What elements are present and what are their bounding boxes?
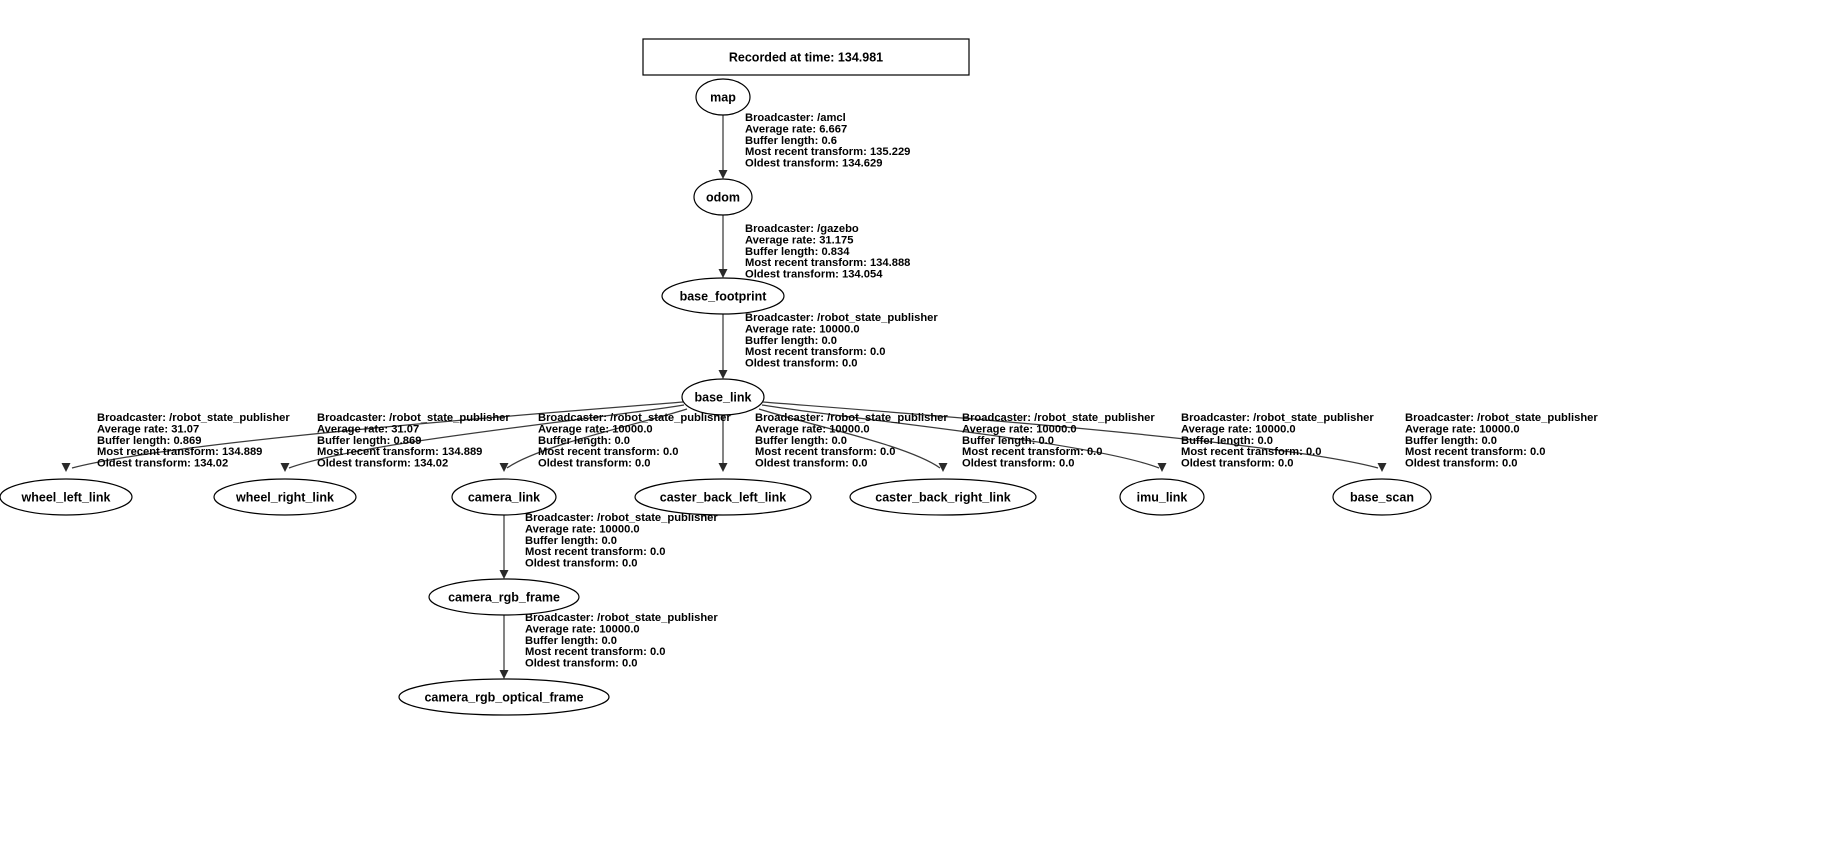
- edge-base_link-caster_back_right_link: [758, 408, 941, 469]
- arrowhead-odom-base_footprint: [718, 269, 728, 278]
- node-label-wheel_right_link: wheel_right_link: [235, 490, 334, 504]
- node-label-camera_link: camera_link: [468, 490, 540, 504]
- node-imu_link[interactable]: imu_link: [1119, 478, 1205, 516]
- node-label-odom: odom: [706, 190, 740, 204]
- node-map[interactable]: map: [695, 78, 751, 116]
- node-shape-imu_link: [1119, 478, 1205, 516]
- node-label-base_scan: base_scan: [1350, 490, 1414, 504]
- node-base_link[interactable]: base_link: [681, 378, 765, 416]
- edge-base_link-wheel_right_link: [288, 404, 685, 469]
- nodes-layer: map odom base_footprint base_link wheel_left…: [0, 78, 1432, 716]
- node-camera_link[interactable]: camera_link: [451, 478, 557, 516]
- arrowhead-base_link-imu_link: [1157, 463, 1167, 472]
- arrowhead-base_footprint-base_link: [718, 370, 728, 379]
- arrowhead-base_link-caster_back_left_link: [718, 463, 728, 472]
- node-base_scan[interactable]: base_scan: [1332, 478, 1432, 516]
- node-shape-wheel_left_link: [0, 478, 133, 516]
- node-shape-caster_back_left_link: [634, 478, 812, 516]
- title-layer: Recorded at time: 134.981: [642, 38, 970, 76]
- arrowhead-base_link-caster_back_right_link: [938, 463, 948, 472]
- arrowhead-map-odom: [718, 170, 728, 179]
- edges-layer: [61, 115, 1387, 679]
- arrowhead-base_link-camera_link: [499, 463, 509, 472]
- node-shape-wheel_right_link: [213, 478, 357, 516]
- node-label-wheel_left_link: wheel_left_link: [21, 490, 111, 504]
- arrowhead-base_link-wheel_right_link: [280, 463, 290, 472]
- node-label-imu_link: imu_link: [1137, 490, 1188, 504]
- recorded-time-box: [642, 38, 970, 76]
- edge-base_link-wheel_left_link: [71, 401, 684, 469]
- node-shape-camera_link: [451, 478, 557, 516]
- node-shape-caster_back_right_link: [849, 478, 1037, 516]
- node-wheel_left_link[interactable]: wheel_left_link: [0, 478, 133, 516]
- node-label-base_link: base_link: [695, 390, 752, 404]
- node-shape-map: [695, 78, 751, 116]
- node-caster_back_left_link[interactable]: caster_back_left_link: [634, 478, 812, 516]
- node-caster_back_right_link[interactable]: caster_back_right_link: [849, 478, 1037, 516]
- node-odom[interactable]: odom: [693, 178, 753, 216]
- node-base_footprint[interactable]: base_footprint: [661, 277, 785, 315]
- edge-base_link-imu_link: [761, 404, 1160, 469]
- node-label-caster_back_left_link: caster_back_left_link: [660, 490, 787, 504]
- recorded-time-label: Recorded at time: 134.981: [729, 50, 883, 64]
- arrowhead-base_link-base_scan: [1377, 463, 1387, 472]
- node-label-caster_back_right_link: caster_back_right_link: [875, 490, 1011, 504]
- edge-base_link-camera_link: [506, 408, 688, 469]
- node-camera_rgb_frame[interactable]: camera_rgb_frame: [428, 578, 580, 616]
- node-shape-camera_rgb_frame: [428, 578, 580, 616]
- node-shape-base_footprint: [661, 277, 785, 315]
- node-label-camera_rgb_frame: camera_rgb_frame: [448, 590, 560, 604]
- arrowhead-camera_rgb_frame-camera_rgb_optical_frame: [499, 670, 509, 679]
- edge-base_link-base_scan: [762, 401, 1379, 469]
- node-label-camera_rgb_optical_frame: camera_rgb_optical_frame: [424, 690, 583, 704]
- arrowhead-base_link-wheel_left_link: [61, 463, 71, 472]
- node-camera_rgb_optical_frame[interactable]: camera_rgb_optical_frame: [398, 678, 610, 716]
- node-shape-base_scan: [1332, 478, 1432, 516]
- arrowhead-camera_link-camera_rgb_frame: [499, 570, 509, 579]
- node-wheel_right_link[interactable]: wheel_right_link: [213, 478, 357, 516]
- node-shape-odom: [693, 178, 753, 216]
- node-shape-base_link: [681, 378, 765, 416]
- node-shape-camera_rgb_optical_frame: [398, 678, 610, 716]
- node-label-base_footprint: base_footprint: [680, 289, 768, 303]
- node-label-map: map: [710, 90, 736, 104]
